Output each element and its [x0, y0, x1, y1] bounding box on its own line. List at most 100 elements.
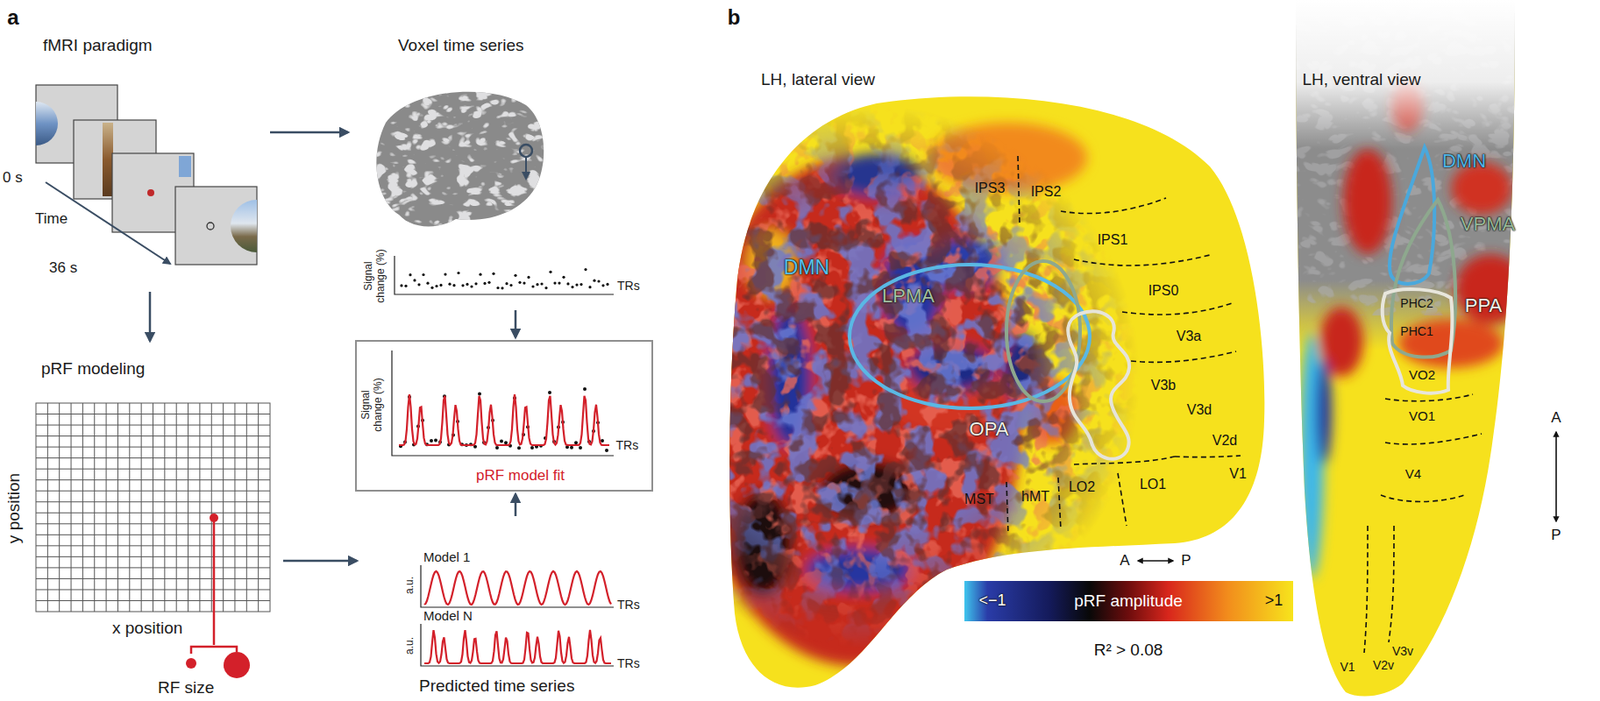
- grid-line: [35, 435, 271, 437]
- data-point: [491, 272, 495, 276]
- orientation-label: A: [1119, 553, 1130, 570]
- grid-line: [35, 490, 271, 492]
- colorbar-tick: >1: [1265, 592, 1284, 611]
- area-borders: [1364, 394, 1482, 654]
- art-rect: [363, 83, 548, 233]
- grid-line: [93, 403, 95, 612]
- data-point: [477, 391, 482, 396]
- art-path: [1364, 526, 1368, 654]
- ventral-brain: [1288, 0, 1526, 701]
- area-label: MST: [964, 491, 995, 508]
- roi-label: DMN: [1442, 150, 1487, 172]
- data-point: [578, 446, 583, 450]
- wedge-image: [35, 101, 58, 146]
- colorbar-tick: <−1: [978, 592, 1006, 611]
- flow-arrow: [283, 560, 357, 563]
- art-path: [420, 565, 614, 608]
- data-point: [544, 286, 548, 290]
- grid-line: [35, 425, 271, 427]
- art-path: [1017, 156, 1020, 225]
- art-path: [1060, 198, 1167, 214]
- data-point: [430, 286, 434, 290]
- model-fit-box: Signal change (%)TRspRF model fit: [355, 340, 654, 492]
- data-point: [605, 283, 609, 286]
- data-point: [566, 282, 569, 285]
- grid-line: [35, 589, 271, 591]
- grid-line: [234, 403, 235, 612]
- panel-text: Voxel time series: [398, 35, 525, 56]
- panel-text: pRF model fit: [476, 467, 565, 485]
- grid-frame: [35, 403, 271, 612]
- data-point: [601, 284, 605, 287]
- orientation-arrow: [1137, 560, 1174, 562]
- data-point: [526, 276, 530, 279]
- grid-line: [141, 403, 143, 612]
- wedge-image: [230, 199, 257, 253]
- voxel-trace: [399, 268, 609, 290]
- data-point: [583, 268, 587, 271]
- art-path: [191, 647, 237, 655]
- flow-arrow: [514, 310, 518, 338]
- area-label: V3v: [1392, 645, 1414, 659]
- threshold-note: R² > 0.08: [1094, 641, 1164, 661]
- roi-outlines: [849, 261, 1130, 460]
- art-path: [1058, 477, 1061, 531]
- data-point: [548, 270, 552, 274]
- area-label: IPS0: [1148, 283, 1180, 299]
- prf-grid: [35, 403, 271, 612]
- model-fit-curve: [398, 394, 610, 446]
- art-path: [1391, 199, 1456, 358]
- data-point: [452, 284, 456, 287]
- data-point: [579, 283, 583, 286]
- prf-grid-panel: pRF modelingy positionx positionRF size: [0, 343, 281, 701]
- data-point: [570, 285, 574, 289]
- area-label: V2v: [1372, 659, 1394, 673]
- grid-line: [128, 403, 130, 612]
- area-label: IPS1: [1097, 232, 1129, 249]
- grid-line: [152, 403, 154, 612]
- art-ellipse: [1343, 149, 1393, 255]
- area-label: V3a: [1176, 328, 1202, 345]
- data-point: [557, 282, 561, 285]
- area-label: VO2: [1408, 368, 1436, 384]
- art-rect: [1288, 0, 1526, 351]
- panel-text: x position: [112, 618, 183, 639]
- data-point: [461, 284, 464, 287]
- data-point: [412, 278, 416, 282]
- roi-label: PPA: [1464, 295, 1502, 317]
- grid-line: [35, 469, 271, 470]
- panel-letter: b: [727, 6, 741, 29]
- art-path: [1073, 255, 1210, 266]
- art-ellipse: [1315, 359, 1332, 465]
- fit-trace: [398, 387, 610, 453]
- area-label: V2d: [1212, 433, 1238, 449]
- grid-line: [35, 501, 271, 503]
- model-curve: [424, 571, 612, 605]
- art-path: [394, 256, 614, 295]
- grid-line: [82, 403, 84, 612]
- data-point: [433, 439, 438, 443]
- art-ellipse: [1455, 254, 1526, 325]
- grid-line: [58, 403, 60, 612]
- data-point: [547, 391, 552, 395]
- plot-axes: [391, 256, 614, 667]
- art-path: [391, 350, 614, 456]
- art-path: [1385, 433, 1482, 445]
- panel-text: pRF modeling: [41, 359, 145, 379]
- axis-label: Signal change (%): [360, 376, 385, 434]
- roi-label: LPMA: [881, 285, 935, 307]
- grid-line: [35, 600, 271, 602]
- bar-image: [102, 122, 114, 197]
- flow-arrow: [149, 291, 152, 342]
- data-point: [513, 274, 517, 278]
- grid-line: [35, 567, 271, 569]
- roi-outlines: [1382, 147, 1456, 394]
- art-path: [1130, 351, 1237, 363]
- art-path: [1174, 455, 1241, 458]
- art-path: [1122, 303, 1232, 315]
- art-path: [1067, 311, 1130, 459]
- grid-line: [35, 512, 271, 514]
